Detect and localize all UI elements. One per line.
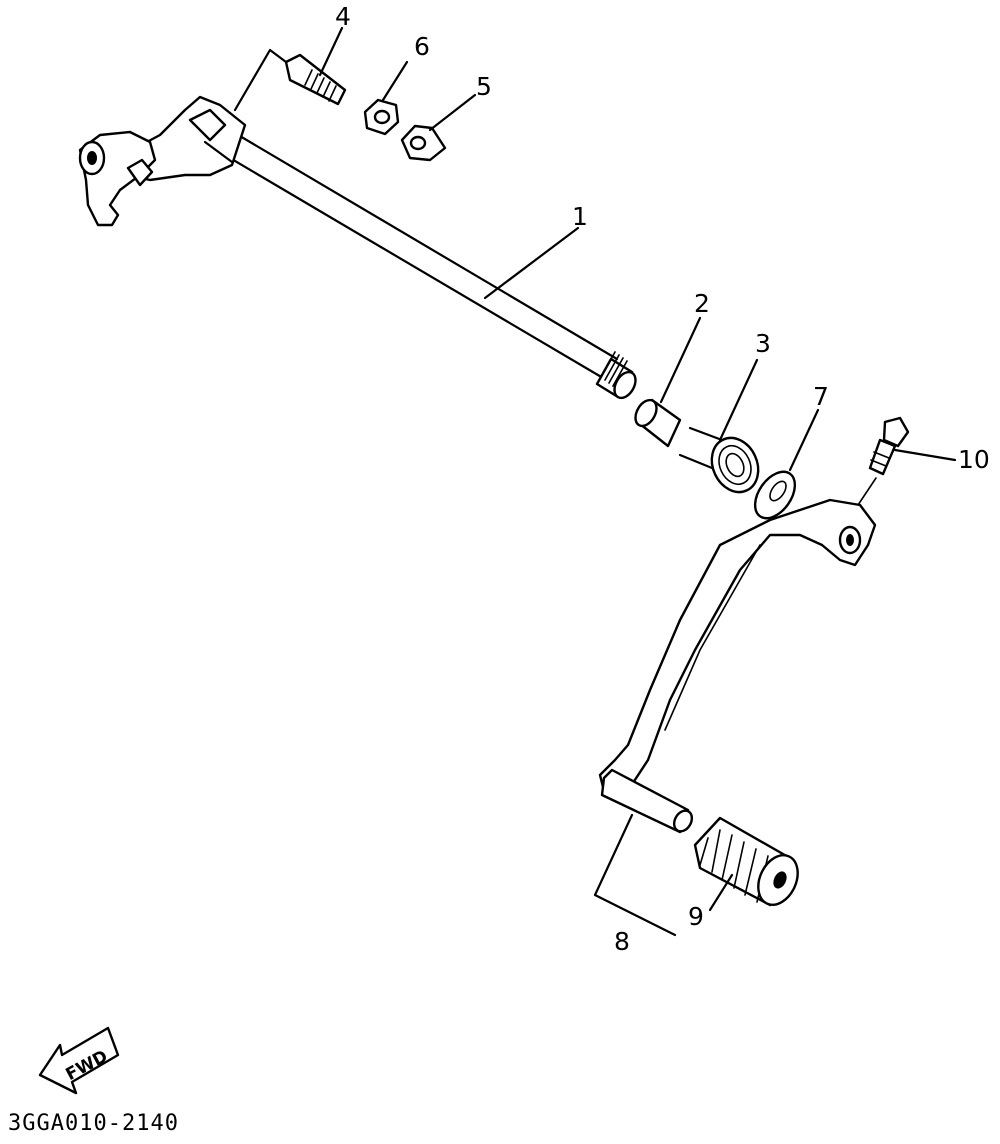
shift-shaft-part-1 bbox=[78, 95, 637, 400]
collar-part-2 bbox=[634, 316, 702, 448]
callout-10: 10 bbox=[958, 445, 990, 474]
foot-peg-rubber-part-9 bbox=[693, 816, 799, 912]
callout-1: 1 bbox=[572, 202, 588, 231]
callout-1-leader bbox=[483, 226, 580, 300]
shift-pedal-part-8 bbox=[593, 498, 877, 937]
callout-3: 3 bbox=[755, 329, 771, 358]
callout-6: 6 bbox=[414, 32, 430, 61]
nut-part-6 bbox=[363, 60, 409, 136]
callout-2: 2 bbox=[694, 289, 710, 318]
callout-4: 4 bbox=[335, 2, 351, 31]
callout-9: 9 bbox=[688, 902, 704, 931]
callout-8: 8 bbox=[614, 927, 630, 956]
stud-bolt-part-4 bbox=[233, 48, 347, 112]
washer-part-7 bbox=[753, 408, 820, 520]
callout-4-leader bbox=[318, 26, 344, 77]
lock-washer-part-5 bbox=[400, 93, 477, 162]
callout-5: 5 bbox=[476, 72, 492, 101]
callout-7: 7 bbox=[813, 382, 829, 411]
bolt-part-10 bbox=[857, 416, 957, 506]
diagram-code: 3GGA010-2140 bbox=[8, 1111, 179, 1136]
torsion-spring-part-3 bbox=[678, 358, 760, 494]
forward-direction-arrow: FWD bbox=[38, 1026, 120, 1095]
